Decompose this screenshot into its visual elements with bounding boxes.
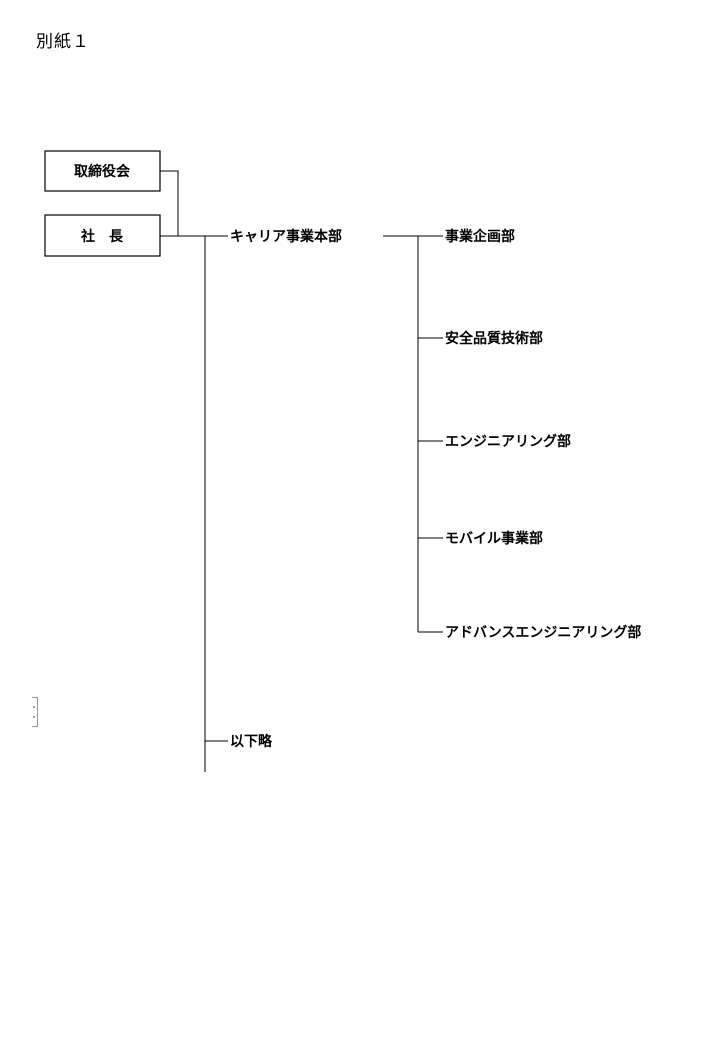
- president-box: 社 長: [44, 214, 161, 257]
- dept-engineering-label: エンジニアリング部: [445, 433, 571, 450]
- dept-planning-label: 事業企画部: [445, 228, 515, 245]
- omitted-label: 以下略: [230, 733, 273, 750]
- division-label: キャリア事業本部: [230, 228, 342, 245]
- board-connector: [160, 170, 179, 236]
- president-label: 社 長: [80, 228, 124, 245]
- board-label: 取締役会: [74, 163, 131, 180]
- board-box: 取締役会: [44, 150, 161, 192]
- attachment-label: 別紙１: [36, 32, 90, 52]
- dept-mobile-label: モバイル事業部: [445, 530, 543, 547]
- margin-marker: [32, 697, 38, 727]
- dept-advanced-label: アドバンスエンジニアリング部: [445, 624, 641, 641]
- dept-safety-label: 安全品質技術部: [445, 330, 543, 347]
